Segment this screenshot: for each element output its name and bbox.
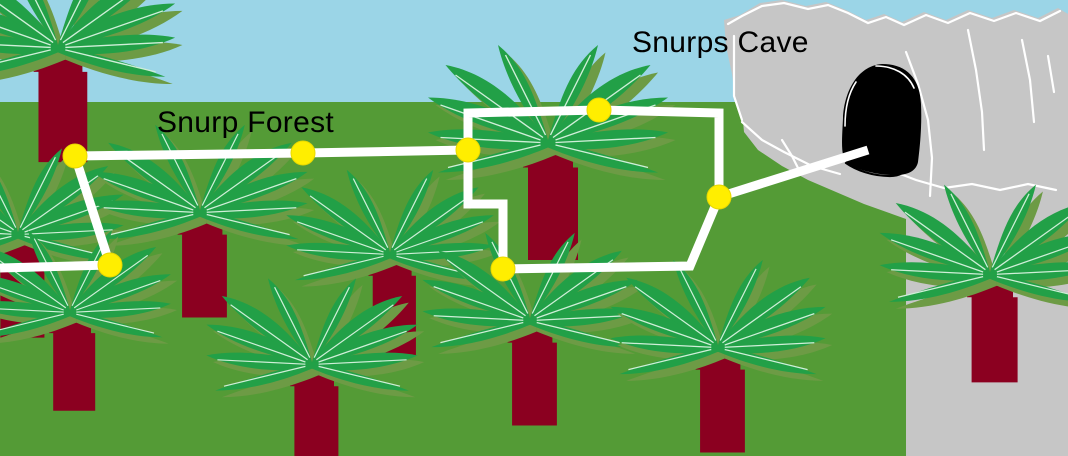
tree-trunk	[49, 303, 96, 411]
node-forest-east[interactable]	[455, 137, 481, 163]
node-forest-west[interactable]	[62, 143, 88, 169]
palm-tree	[610, 259, 833, 453]
palm-tree	[0, 0, 183, 163]
seg-cave-approach[interactable]	[717, 145, 870, 202]
palm-tree	[0, 230, 178, 411]
cave-mouth-highlight	[844, 65, 915, 127]
tree-trunk	[33, 37, 88, 163]
node-junction-cave[interactable]	[706, 184, 732, 210]
palm-tree	[206, 278, 425, 456]
tree-trunk	[523, 132, 578, 260]
tree-trunk	[967, 265, 1018, 383]
tree-trunk	[695, 338, 745, 453]
node-trail-south[interactable]	[97, 252, 123, 278]
trail-path-network[interactable]	[0, 105, 870, 274]
palm-tree	[422, 232, 645, 426]
seg-clearing-south[interactable]	[463, 150, 724, 274]
tree-trunk	[177, 203, 227, 318]
palm-tree	[92, 124, 315, 318]
rock-lower-skirt	[742, 110, 1068, 260]
palm-tree	[879, 184, 1068, 383]
node-clearing-south[interactable]	[490, 256, 516, 282]
cave-mouth-shadow	[844, 161, 908, 178]
waypoint-node-layer[interactable]	[62, 97, 732, 282]
node-forest-center[interactable]	[290, 140, 316, 166]
palm-tree	[428, 45, 676, 260]
seg-switchback[interactable]	[70, 154, 115, 267]
tree-trunk	[507, 311, 557, 426]
node-clearing-north[interactable]	[586, 97, 612, 123]
seg-west-edge[interactable]	[0, 260, 111, 273]
seg-forest-main[interactable]	[74, 145, 469, 161]
